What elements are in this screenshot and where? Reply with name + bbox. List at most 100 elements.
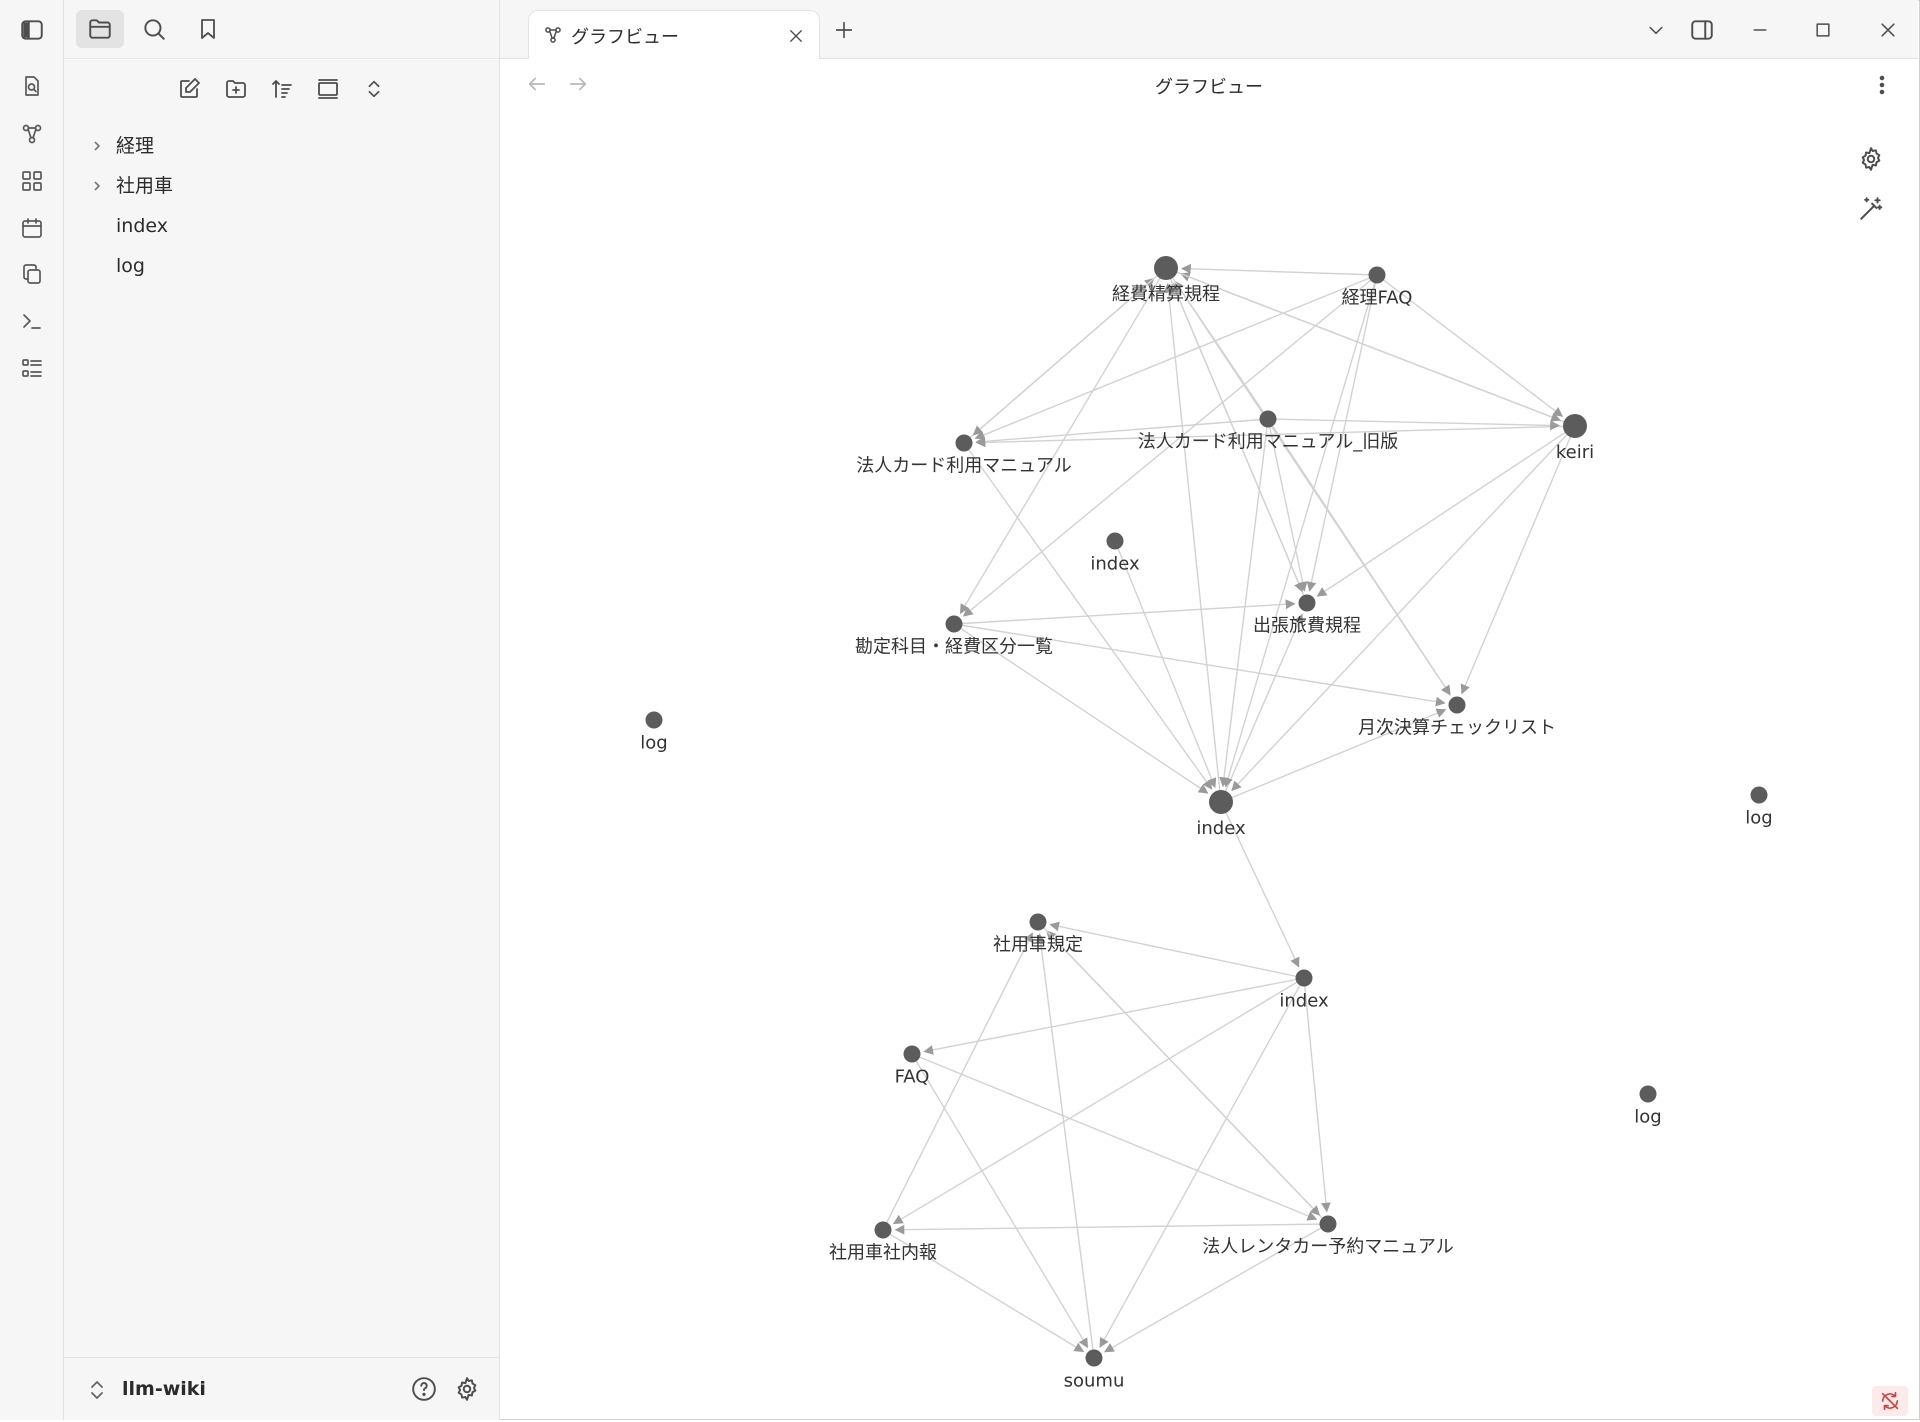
help-icon[interactable] [411,1376,437,1402]
settings-gear-icon[interactable] [454,1376,480,1402]
graph-node[interactable]: 法人カード利用マニュアル [856,434,1072,477]
graph-node-dot[interactable] [955,434,973,452]
graph-node[interactable]: soumu [1064,1349,1125,1392]
chevron-right-icon [94,181,101,191]
more-options-icon[interactable] [1870,73,1894,97]
chevron-right-icon [94,141,101,151]
graph-node-label: log [1745,808,1772,829]
tree-folder-keiri[interactable]: 経理 [64,126,499,166]
tab-graph-view[interactable]: グラフビュー [528,10,820,60]
graph-node[interactable]: index [1090,532,1140,575]
tree-file-log[interactable]: log [64,246,499,286]
graph-node-dot[interactable] [645,711,663,729]
graph-node[interactable]: 経費精算規程 [1112,256,1220,305]
graph-node-dot[interactable] [1259,410,1277,428]
graph-view-icon[interactable] [16,118,48,150]
tree-file-index[interactable]: index [64,206,499,246]
right-sidebar-toggle-icon[interactable] [1686,14,1718,46]
graph-edge [1220,801,1300,968]
bookmarks-tab-icon[interactable] [184,10,232,48]
minimize-icon[interactable] [1744,14,1776,46]
graph-node[interactable]: log [1634,1085,1662,1128]
graph-node-dot[interactable] [1298,594,1316,612]
auto-reveal-icon[interactable] [311,72,345,106]
graph-node[interactable]: index [1279,969,1329,1012]
graph-node[interactable]: 出張旅費規程 [1253,594,1361,637]
graph-node-label: log [1634,1107,1661,1128]
graph-node-dot[interactable] [1639,1085,1657,1103]
graph-node-dot[interactable] [1154,256,1178,280]
graph-svg: 経費精算規程経理FAQ 法人カード利用マニュアル_旧版法人カード利用マニュアル ke… [640,256,1773,1392]
graph-node-dot[interactable] [1106,532,1124,550]
graph-node-label: 経理FAQ [1342,288,1413,309]
graph-node-label: log [640,733,667,754]
graph-edge [953,623,1209,794]
graph-node-dot[interactable] [1563,414,1587,438]
outline-list-icon[interactable] [16,352,48,384]
graph-node[interactable]: 勘定科目・経費区分一覧 [855,615,1053,658]
graph-edge [1181,263,1378,276]
graph-node-label: 法人カード利用マニュアル [856,456,1071,477]
close-tab-icon[interactable] [787,27,805,45]
graph-node[interactable]: FAQ [895,1045,930,1088]
view-header: グラフビュー [500,59,1918,113]
search-tab-icon[interactable] [130,10,178,48]
tab-list-chevron-down-icon[interactable] [1640,14,1672,46]
graph-node-dot[interactable] [1209,790,1233,814]
graph-node[interactable]: 法人カード利用マニュアル_旧版 [1138,410,1398,453]
left-sidebar-toggle-icon[interactable] [16,14,48,46]
graph-edge [1114,540,1217,789]
graph-node[interactable]: 法人レンタカー予約マニュアル [1202,1215,1454,1258]
files-tab-folder-icon[interactable] [76,10,124,48]
graph-edge [1267,418,1560,431]
graph-node[interactable]: 社用車規定 [993,913,1083,956]
templates-copy-icon[interactable] [16,258,48,290]
close-window-icon[interactable] [1872,14,1904,46]
file-explorer-toolbar [64,68,499,108]
graph-settings-gear-icon[interactable] [1858,146,1884,172]
graph-node-dot[interactable] [874,1221,892,1239]
graph-node-dot[interactable] [1368,266,1386,284]
canvas-icon[interactable] [16,165,48,197]
maximize-icon[interactable] [1807,14,1839,46]
graph-node[interactable]: 社用車社内報 [829,1221,937,1264]
new-tab-plus-icon[interactable] [830,16,858,44]
graph-node[interactable]: log [640,711,668,754]
graph-node-label: FAQ [895,1067,930,1088]
back-arrow-icon[interactable] [526,73,548,95]
vault-name[interactable]: llm-wiki [122,1378,206,1400]
graph-node-dot[interactable] [1448,696,1466,714]
graph-node-label: index [1090,554,1140,575]
graph-edge [972,267,1167,436]
graph-node-dot[interactable] [1029,913,1047,931]
sync-status-icon[interactable] [1872,1386,1908,1416]
graph-edge [1231,425,1576,792]
daily-note-calendar-icon[interactable] [16,212,48,244]
graph-node-dot[interactable] [1085,1349,1103,1367]
graph-edge [1267,418,1308,592]
graph-node[interactable]: 経理FAQ [1342,266,1413,309]
graph-node-label: soumu [1064,1371,1125,1392]
graph-node[interactable]: 月次決算チェックリスト [1358,696,1556,739]
graph-canvas[interactable]: 経費精算規程経理FAQ 法人カード利用マニュアル_旧版法人カード利用マニュアル ke… [500,113,1918,1418]
forward-arrow-icon[interactable] [567,73,589,95]
quick-switcher-icon[interactable] [16,70,48,102]
vault-switcher-icon[interactable] [88,1380,106,1400]
animate-magic-wand-icon[interactable] [1858,196,1884,222]
view-title: グラフビュー [1155,77,1263,98]
graph-node-dot[interactable] [903,1045,921,1063]
new-folder-icon[interactable] [219,72,253,106]
graph-node-label: 法人カード利用マニュアル_旧版 [1138,432,1398,453]
new-note-icon[interactable] [172,72,206,106]
graph-node-dot[interactable] [1319,1215,1337,1233]
tree-folder-shayousha[interactable]: 社用車 [64,166,499,206]
graph-node-dot[interactable] [1295,969,1313,987]
terminal-icon[interactable] [16,305,48,337]
graph-node-dot[interactable] [1750,786,1768,804]
graph-node[interactable]: keiri [1556,414,1594,463]
graph-node[interactable]: log [1745,786,1773,829]
collapse-expand-icon[interactable] [357,72,391,106]
sort-order-icon[interactable] [265,72,299,106]
graph-node[interactable]: index [1196,790,1246,839]
graph-node-dot[interactable] [945,615,963,633]
